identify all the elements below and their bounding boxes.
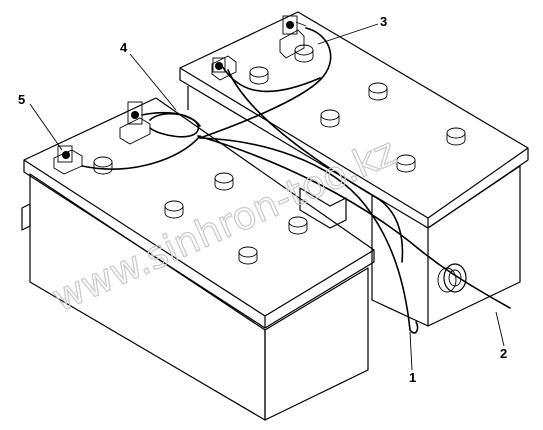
cap [320,109,340,128]
cable-2 [197,135,511,309]
cables [81,27,511,334]
callout-1: 1 [409,370,416,385]
callout-2: 2 [500,346,507,361]
cap [238,246,258,265]
callout-5: 5 [18,92,25,107]
leader-lines [29,23,505,371]
cap [249,66,269,85]
battery-left-terminal-plus [119,101,151,145]
battery-right [179,11,529,327]
battery-left [21,97,375,421]
link-cable-3 [199,27,332,139]
cap [368,82,388,101]
battery-right-terminal-minus [211,55,237,81]
cap [396,154,416,173]
cable-clamp [299,187,347,229]
cable-1 [199,137,411,331]
cable-1-end [409,321,419,334]
battery-right-caps [249,44,466,173]
cable-grommet [437,263,467,293]
callout-3: 3 [380,14,387,29]
battery-left-terminal-minus [53,145,83,175]
cap [214,172,234,191]
cap [288,216,308,235]
callout-4: 4 [120,40,128,55]
cap [164,200,184,219]
jumper-cable-outer [149,113,201,127]
battery-left-caps [93,156,308,265]
ground-cable [81,65,321,170]
jumper-cable [141,111,200,138]
cap [446,127,466,146]
battery-right-terminal-plus [279,15,307,59]
cap [93,156,113,175]
